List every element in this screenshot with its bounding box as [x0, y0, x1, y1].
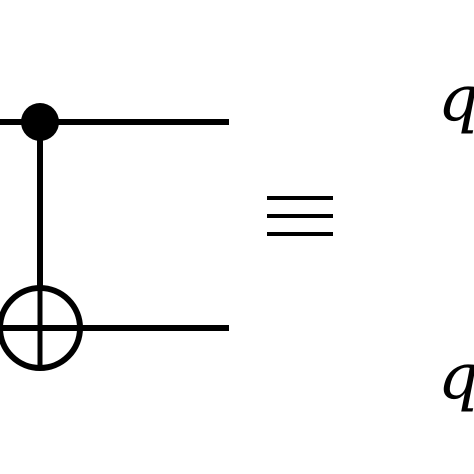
target-oplus-symbol: [0, 285, 83, 371]
qubit-label-top: q: [438, 62, 474, 136]
equivalence-symbol: [267, 196, 333, 236]
qubit-label-bottom: q: [438, 340, 474, 414]
control-dot: [21, 103, 59, 141]
